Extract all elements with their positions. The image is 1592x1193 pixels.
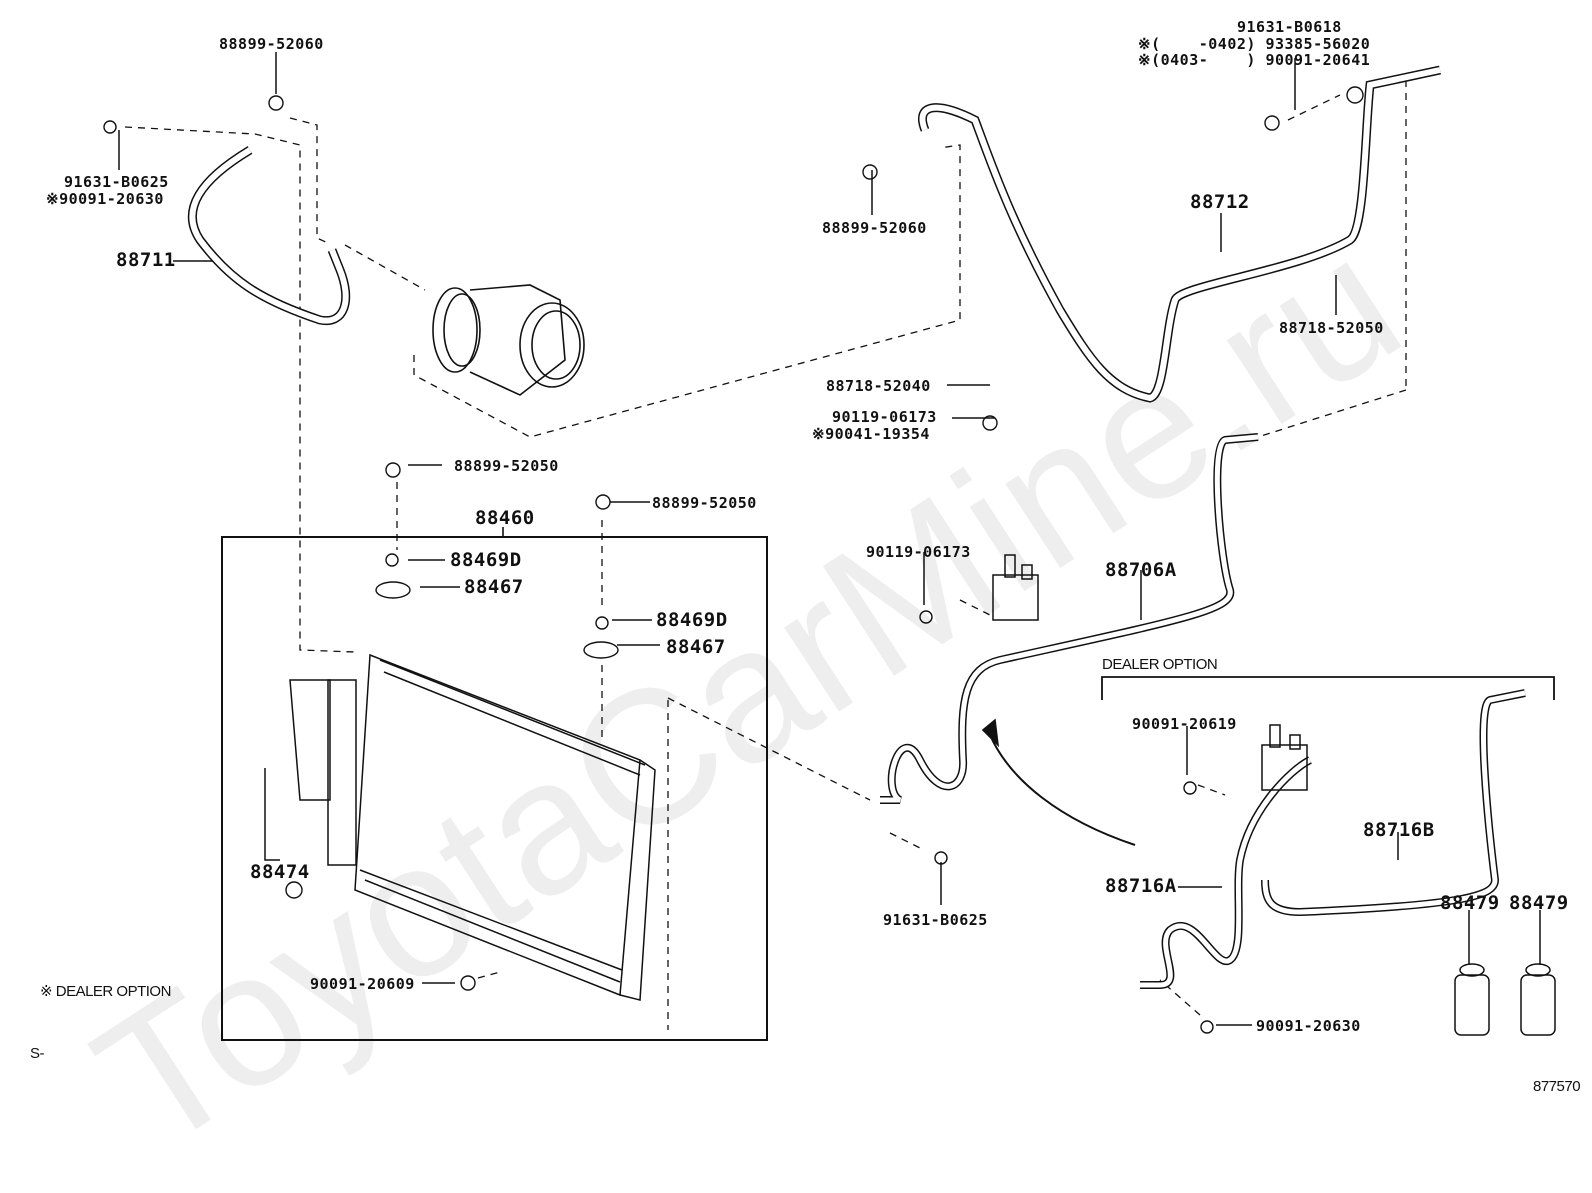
corner-mark: S- [30, 1045, 45, 1062]
label-88474: 88474 [250, 861, 310, 883]
label-88469D-b: 88469D [656, 609, 728, 631]
hose-88712 [918, 65, 1441, 403]
figure-id: 877570 [1533, 1078, 1581, 1095]
label-88479-a: 88479 [1440, 892, 1500, 914]
label-90119-06173-a: 90119-06173 [832, 408, 937, 426]
label-88716A: 88716A [1105, 875, 1177, 897]
label-88711: 88711 [116, 249, 176, 271]
service-valve-block-a [992, 554, 1039, 621]
leader-lines [118, 52, 1541, 1026]
label-91631-B0618: 91631-B0618 [1237, 18, 1342, 36]
label-88718-52040: 88718-52040 [826, 377, 931, 395]
label-90091-20641: ※(0403- ) 90091-20641 [1138, 51, 1371, 69]
label-88460: 88460 [475, 507, 535, 529]
label-88706A: 88706A [1105, 559, 1177, 581]
parts-diagram [103, 52, 1556, 1041]
condenser-assembly-frame [221, 536, 768, 1041]
dealer-option-bracket [1101, 676, 1555, 700]
label-88469D-a: 88469D [450, 549, 522, 571]
direction-arrow [989, 734, 1136, 846]
label-93385-56020: ※( -0402) 93385-56020 [1138, 35, 1371, 53]
desiccant-cans [1454, 963, 1556, 1036]
label-88467-a: 88467 [464, 576, 524, 598]
label-91631-B0625-bottom: 91631-B0625 [883, 911, 988, 929]
label-88718-52050: 88718-52050 [1279, 319, 1384, 337]
condenser-core [289, 653, 656, 1001]
dealer-option-footnote: ※ DEALER OPTION [40, 983, 171, 1000]
label-90091-20630-bottom: 90091-20630 [1256, 1017, 1361, 1035]
service-valve-block-b [1261, 724, 1308, 791]
dealer-option-box-title: DEALER OPTION [1102, 656, 1218, 673]
label-90091-20619: 90091-20619 [1132, 715, 1237, 733]
label-90119-06173-b: 90119-06173 [866, 543, 971, 561]
label-88467-b: 88467 [666, 636, 726, 658]
label-88716B: 88716B [1363, 819, 1435, 841]
label-88899-52050-b: 88899-52050 [652, 494, 757, 512]
label-88899-52060-mid: 88899-52060 [822, 219, 927, 237]
label-88479-b: 88479 [1509, 892, 1569, 914]
label-88899-52050-a: 88899-52050 [454, 457, 559, 475]
label-88899-52060-top: 88899-52060 [219, 35, 324, 53]
pipe-88706A [880, 433, 1259, 804]
ac-compressor [432, 284, 585, 396]
label-91631-B0625-top: 91631-B0625 [64, 173, 169, 191]
fasteners [103, 86, 1364, 1034]
label-90041-19354: ※90041-19354 [812, 425, 930, 443]
label-90091-20630-top: ※90091-20630 [46, 190, 164, 208]
label-88712: 88712 [1190, 191, 1250, 213]
label-90091-20609: 90091-20609 [310, 975, 415, 993]
assembly-guide-lines [124, 80, 1407, 1030]
